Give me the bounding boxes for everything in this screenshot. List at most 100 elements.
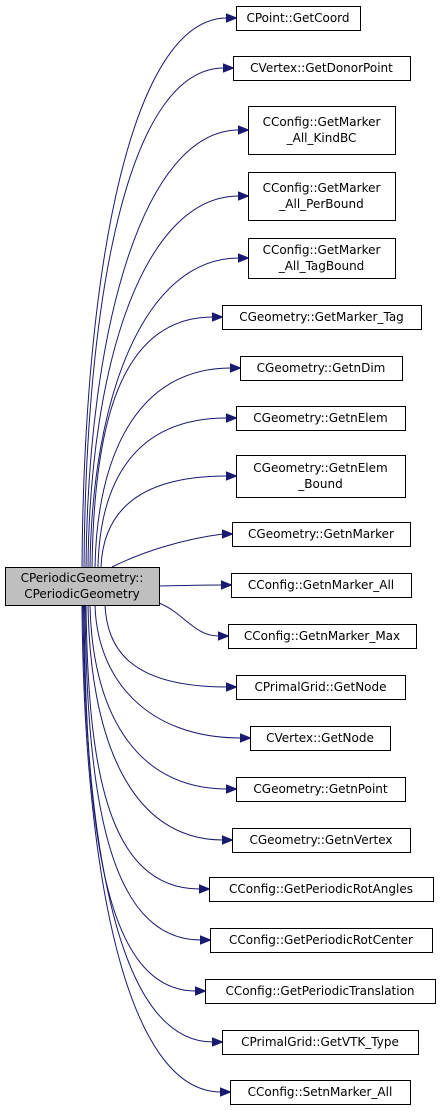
edge-to-n13: [104, 604, 228, 688]
graph-node-n1[interactable]: CPoint::GetCoord: [236, 6, 361, 31]
graph-node-n10-box: [232, 522, 411, 547]
graph-node-n7-box: [240, 356, 403, 381]
root-node[interactable]: CPeriodicGeometry::CPeriodicGeometry: [5, 567, 160, 606]
edge-to-n19: [83, 604, 197, 992]
edge-to-n5: [89, 257, 240, 568]
edge-to-n11: [158, 584, 223, 587]
graph-node-n19[interactable]: CConfig::GetPeriodicTranslation: [205, 979, 436, 1004]
graph-node-n1-box: [236, 6, 361, 31]
graph-node-n7[interactable]: CGeometry::GetnDim: [240, 356, 403, 381]
graph-node-n9[interactable]: CGeometry::GetnElem_Bound: [236, 455, 406, 498]
graph-node-n5[interactable]: CConfig::GetMarker_All_TagBound: [248, 238, 396, 279]
arrowhead-icon: [226, 784, 238, 794]
arrowhead-icon: [220, 1087, 232, 1097]
graph-node-n15[interactable]: CGeometry::GetnPoint: [236, 777, 406, 802]
graph-node-n4-box: [248, 172, 396, 221]
graph-node-n8[interactable]: CGeometry::GetnElem: [236, 406, 406, 431]
graph-node-n20-box: [222, 1030, 419, 1055]
edge-to-n16: [87, 604, 224, 841]
arrowhead-icon: [238, 191, 250, 201]
root-node-label: CPeriodicGeometry: [24, 587, 140, 601]
edge-to-n2: [83, 67, 225, 568]
arrowhead-icon: [240, 733, 252, 743]
graph-node-n3[interactable]: CConfig::GetMarker_All_KindBC: [248, 106, 396, 155]
graph-node-n17-label: CConfig::GetPeriodicRotAngles: [229, 882, 413, 896]
graph-node-n8-box: [236, 406, 406, 431]
arrowhead-icon: [200, 935, 212, 945]
arrowhead-icon: [226, 13, 238, 23]
graph-node-n5-box: [248, 238, 396, 279]
graph-node-n16-box: [232, 828, 411, 853]
edge-to-n6: [91, 316, 214, 568]
arrowhead-icon: [195, 986, 207, 996]
graph-node-n16-label: CGeometry::GetnVertex: [250, 833, 393, 847]
graph-node-n11-box: [231, 573, 412, 598]
graph-node-n2-label: CVertex::GetDonorPoint: [250, 61, 393, 75]
graph-node-n21[interactable]: CConfig::SetnMarker_All: [230, 1080, 411, 1105]
graph-node-n15-box: [236, 777, 406, 802]
graph-node-n18-box: [210, 928, 433, 953]
graph-node-n11[interactable]: CConfig::GetnMarker_All: [231, 573, 412, 598]
arrowhead-icon: [238, 125, 250, 135]
edge-to-n17: [85, 604, 201, 890]
graph-node-n16[interactable]: CGeometry::GetnVertex: [232, 828, 411, 853]
graph-node-n3-label: _All_KindBC: [286, 131, 357, 145]
root-node-box: [5, 567, 160, 606]
graph-node-n17-box: [209, 877, 434, 902]
graph-node-n13[interactable]: CPrimalGrid::GetNode: [236, 675, 406, 700]
graph-node-n14-box: [250, 726, 391, 751]
graph-node-n4[interactable]: CConfig::GetMarker_All_PerBound: [248, 172, 396, 221]
graph-node-n9-label: _Bound: [297, 477, 342, 491]
graph-node-n13-box: [236, 675, 406, 700]
graph-node-n8-label: CGeometry::GetnElem: [253, 411, 387, 425]
edge-to-n7: [94, 367, 232, 568]
arrowhead-icon: [218, 631, 230, 641]
graph-node-n3-box: [248, 106, 396, 155]
root-node-label: CPeriodicGeometry::: [21, 571, 144, 585]
graph-node-n21-box: [230, 1080, 411, 1105]
arrowhead-icon: [199, 884, 211, 894]
call-graph-edges: [81, 13, 252, 1097]
graph-node-n21-label: CConfig::SetnMarker_All: [248, 1085, 393, 1099]
graph-node-n6-box: [222, 305, 422, 330]
arrowhead-icon: [238, 253, 250, 263]
graph-node-n12[interactable]: CConfig::GetnMarker_Max: [228, 624, 417, 649]
arrowhead-icon: [212, 1037, 224, 1047]
graph-node-n19-box: [205, 979, 436, 1004]
arrowhead-icon: [221, 580, 233, 590]
arrowhead-icon: [230, 363, 242, 373]
graph-node-n14[interactable]: CVertex::GetNode: [250, 726, 391, 751]
graph-node-n18-label: CConfig::GetPeriodicRotCenter: [229, 933, 413, 947]
graph-node-n18[interactable]: CConfig::GetPeriodicRotCenter: [210, 928, 433, 953]
graph-node-n5-label: CConfig::GetMarker: [263, 243, 381, 257]
graph-node-n6[interactable]: CGeometry::GetMarker_Tag: [222, 305, 422, 330]
graph-node-n10[interactable]: CGeometry::GetnMarker: [232, 522, 411, 547]
arrowhead-icon: [223, 63, 235, 73]
graph-node-n20[interactable]: CPrimalGrid::GetVTK_Type: [222, 1030, 419, 1055]
graph-node-n2[interactable]: CVertex::GetDonorPoint: [233, 56, 411, 81]
graph-node-n10-label: CGeometry::GetnMarker: [248, 527, 394, 541]
graph-node-n6-label: CGeometry::GetMarker_Tag: [239, 310, 404, 324]
graph-node-n17[interactable]: CConfig::GetPeriodicRotAngles: [209, 877, 434, 902]
graph-node-n9-box: [236, 455, 406, 498]
arrowhead-icon: [226, 413, 238, 423]
arrowhead-icon: [222, 835, 234, 845]
edge-to-n21: [81, 604, 222, 1093]
edge-to-n4: [87, 195, 240, 568]
graph-node-n19-label: CConfig::GetPeriodicTranslation: [225, 984, 414, 998]
graph-node-n7-label: CGeometry::GetnDim: [257, 361, 386, 375]
graph-node-n2-box: [233, 56, 411, 81]
edge-to-n9: [100, 475, 228, 568]
edge-to-n15: [89, 604, 228, 790]
graph-node-n14-label: CVertex::GetNode: [266, 731, 374, 745]
graph-node-n13-label: CPrimalGrid::GetNode: [254, 680, 386, 694]
edge-to-n12: [158, 602, 220, 637]
arrowhead-icon: [222, 529, 234, 539]
graph-node-n1-label: CPoint::GetCoord: [246, 11, 349, 25]
arrowhead-icon: [226, 682, 238, 692]
edge-to-n1: [81, 17, 228, 568]
arrowhead-icon: [226, 471, 238, 481]
edge-to-n3: [85, 129, 240, 568]
edge-to-n8: [97, 417, 228, 568]
